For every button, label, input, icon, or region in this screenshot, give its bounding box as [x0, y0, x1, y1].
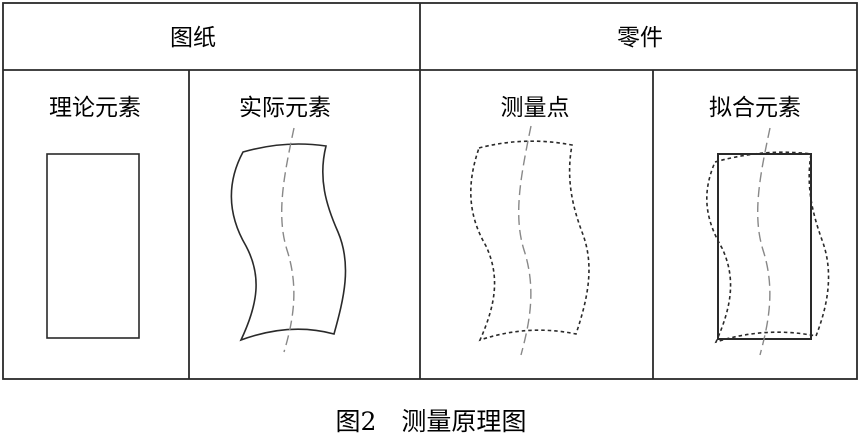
label-measure-points: 测量点 [501, 95, 570, 121]
fitted-rectangle [717, 153, 812, 340]
header-part: 零件 [617, 25, 663, 51]
measure-points-dotted-outline [469, 140, 590, 342]
fitted-element-shape [706, 127, 830, 356]
table-border [2, 2, 858, 380]
label-actual-element: 实际元素 [239, 95, 331, 121]
measure-points-centerline [518, 125, 532, 356]
actual-wavy-outline [230, 143, 347, 342]
label-theoretical-element: 理论元素 [49, 95, 141, 121]
theoretical-rectangle [46, 153, 140, 339]
fitted-dotted-outline [706, 151, 830, 344]
label-fitted-element: 拟合元素 [709, 95, 801, 121]
fitted-centerline [757, 127, 771, 356]
actual-centerline [281, 127, 295, 353]
header-drawing: 图纸 [170, 25, 216, 51]
actual-element-shape [230, 127, 347, 353]
measure-points-shape [469, 125, 590, 356]
table-frame [2, 2, 858, 380]
figure-caption: 图2 测量原理图 [336, 407, 527, 436]
